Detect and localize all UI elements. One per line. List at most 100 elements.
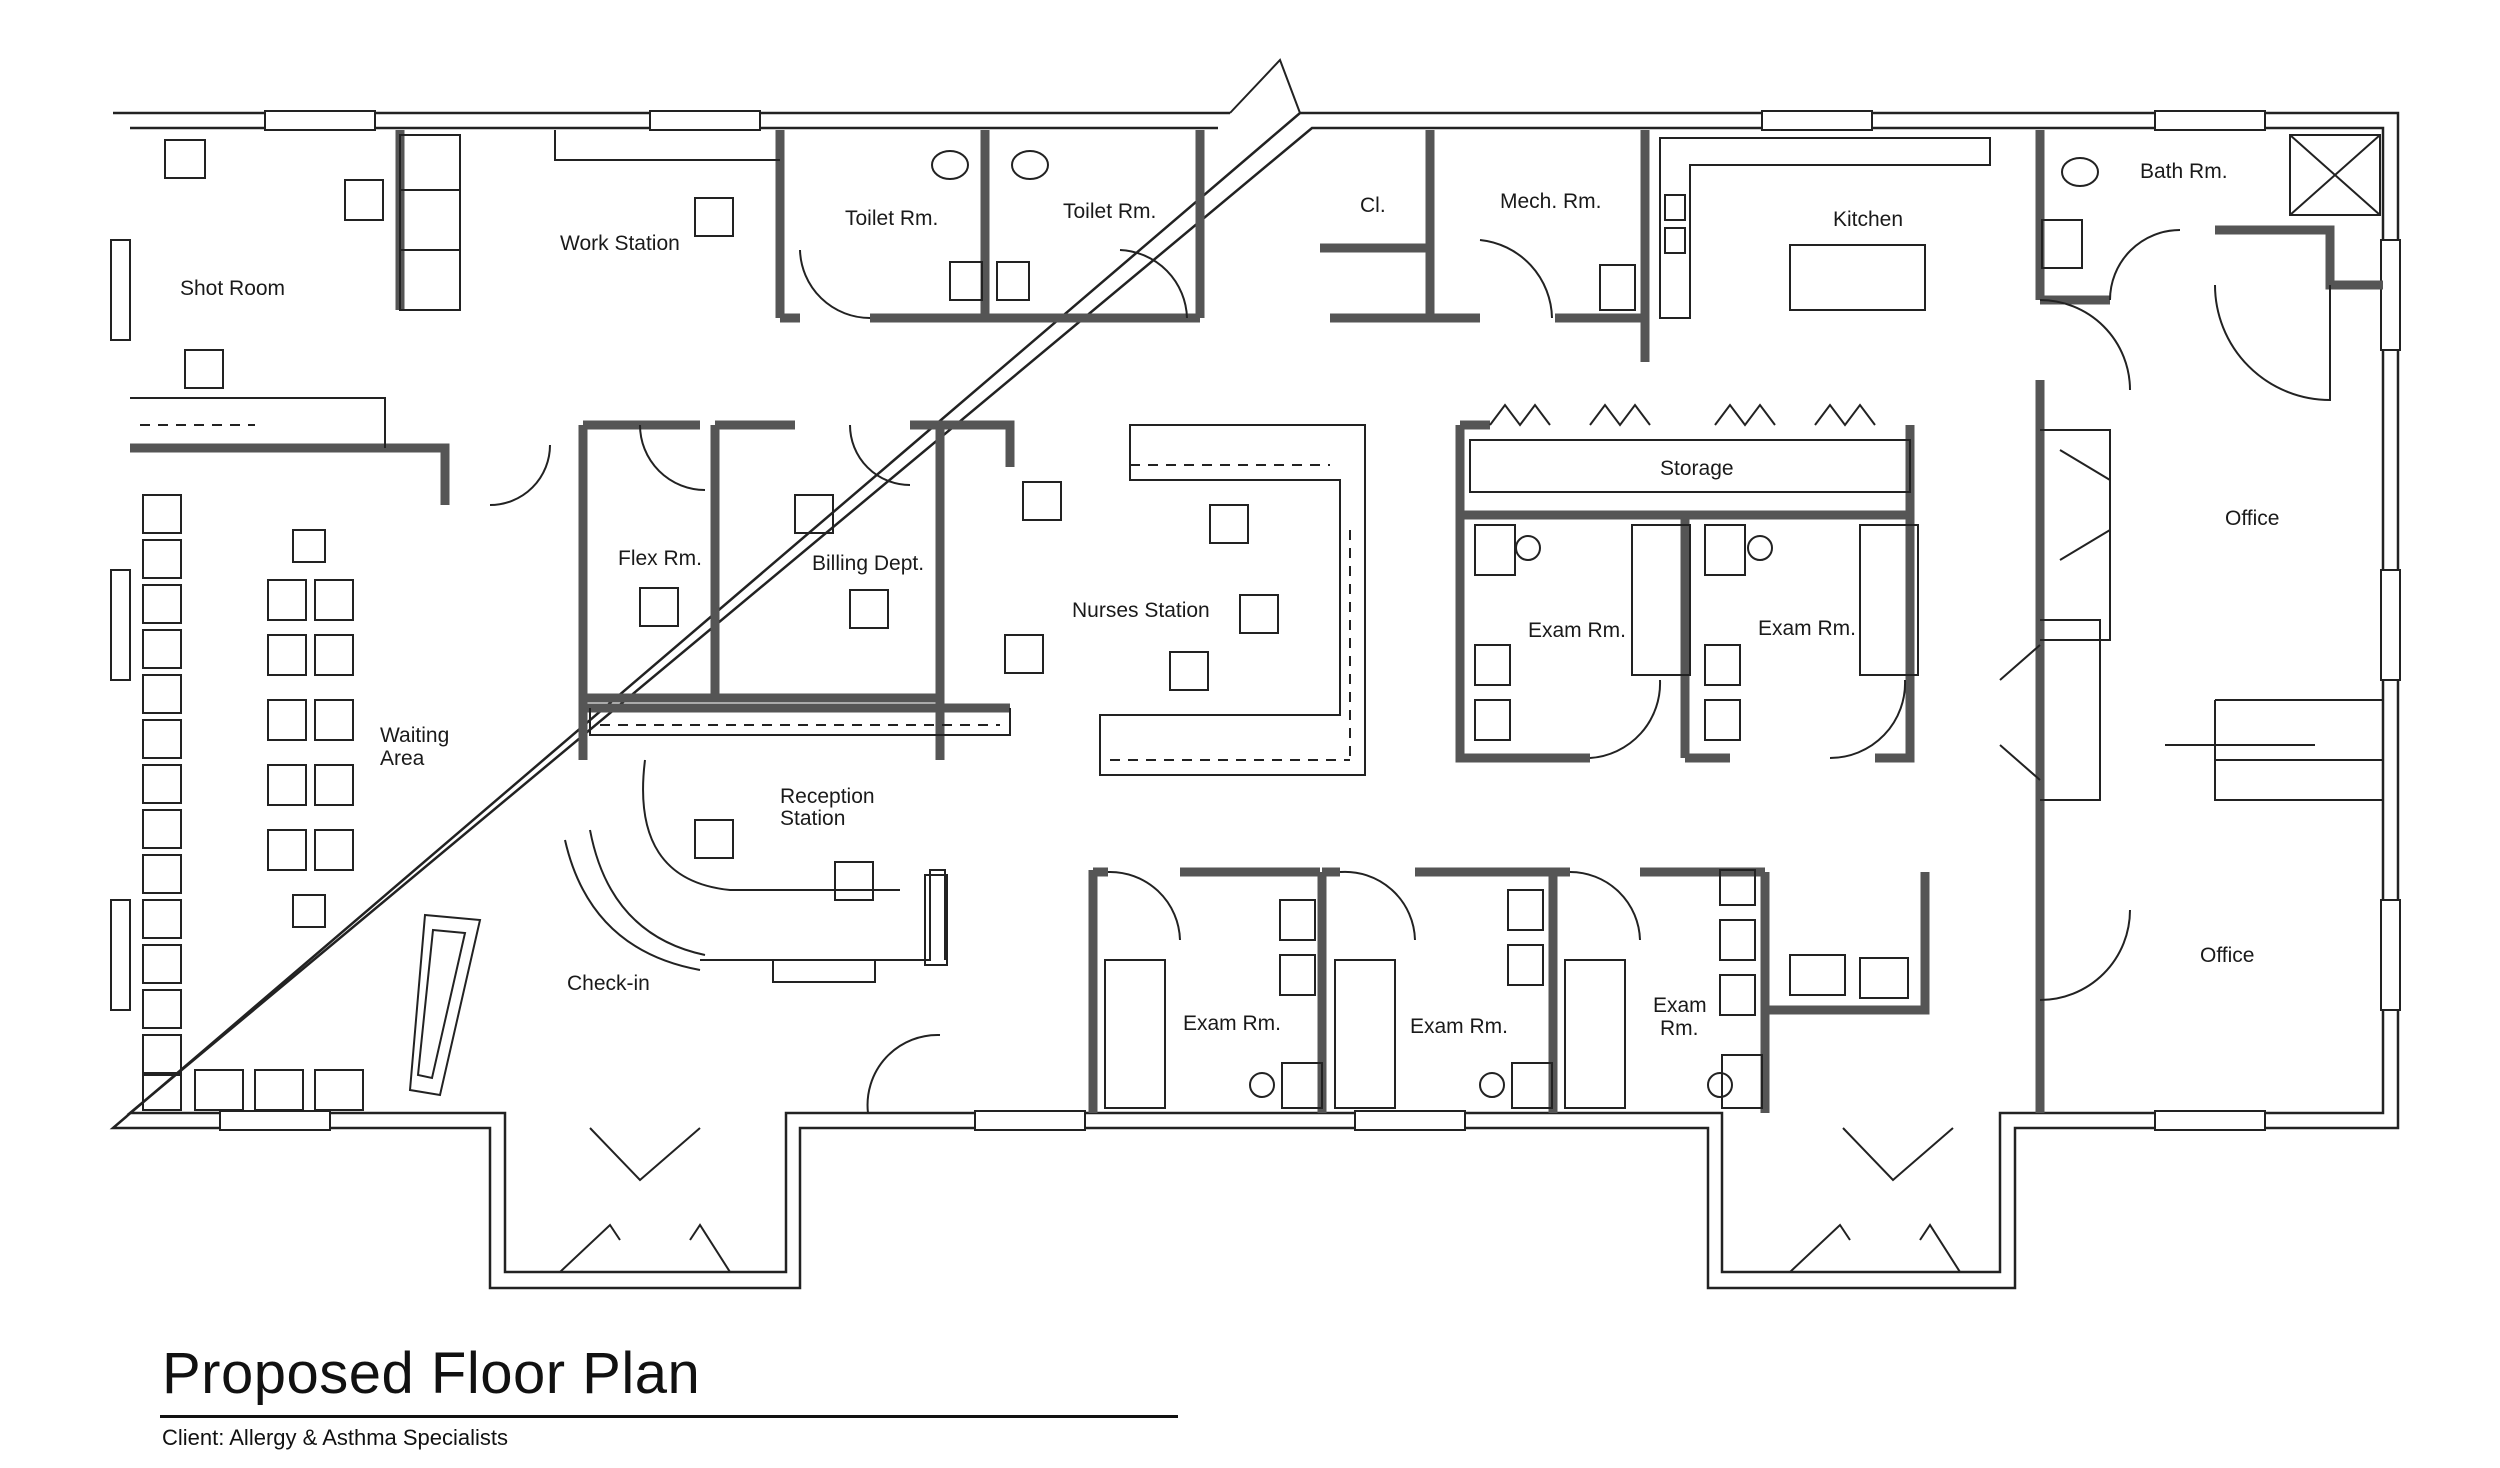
closet-door <box>1999 644 2041 781</box>
door-swing <box>1829 679 1907 759</box>
door-swing <box>1479 239 1553 319</box>
exam-table <box>1859 524 1919 676</box>
door-swing <box>1107 870 1181 941</box>
toilet <box>1011 150 1049 180</box>
chair <box>694 819 734 859</box>
chair <box>1719 919 1756 961</box>
door-swing <box>866 1033 941 1114</box>
reception-desk <box>589 829 706 956</box>
lavatory <box>996 261 1030 301</box>
chair <box>314 579 354 621</box>
label-toilet-1: Toilet Rm. <box>845 207 938 230</box>
appliance <box>1599 264 1636 311</box>
chair <box>267 579 307 621</box>
label-shot-room: Shot Room <box>180 277 285 300</box>
chair <box>142 854 182 894</box>
chair <box>267 829 307 871</box>
exam-table <box>1631 524 1691 676</box>
label-checkin: Check-in <box>567 972 650 995</box>
window <box>1354 1110 1466 1131</box>
chair <box>184 349 224 389</box>
hall-counter <box>589 708 1011 736</box>
exam-table <box>1104 959 1166 1109</box>
window <box>264 110 376 131</box>
window <box>110 239 131 341</box>
chair <box>314 634 354 676</box>
label-reception-station: Station <box>780 807 845 830</box>
chair <box>142 1034 182 1074</box>
label-exam-5-rm: Rm. <box>1660 1017 1699 1040</box>
bifold-door <box>1489 403 1876 427</box>
label-flex: Flex Rm. <box>618 547 702 570</box>
shot-counter <box>130 397 386 448</box>
chair <box>1704 699 1741 741</box>
chair <box>694 197 734 237</box>
label-office-1: Office <box>2225 507 2279 530</box>
vestibule-door <box>559 1223 731 1273</box>
entry-door <box>1229 58 1301 114</box>
chair <box>142 944 182 984</box>
water-heater <box>1719 869 1756 906</box>
door-swing <box>1569 871 1641 941</box>
exam-cabinet <box>1281 1062 1323 1109</box>
reception-counter <box>700 869 946 961</box>
stool <box>1707 1072 1733 1098</box>
chair <box>834 861 874 901</box>
chair <box>849 589 889 629</box>
label-toilet-2: Toilet Rm. <box>1063 200 1156 223</box>
lavatory <box>2041 219 2083 269</box>
chair <box>142 629 182 669</box>
chair <box>142 1074 182 1111</box>
plan-title: Proposed Floor Plan <box>162 1341 701 1406</box>
stool <box>1747 535 1773 561</box>
door-swing <box>2039 299 2131 391</box>
exam-cabinet <box>1721 1054 1763 1109</box>
reception-counter <box>642 759 900 891</box>
door-swing <box>799 249 871 319</box>
label-exam-4: Exam Rm. <box>1410 1015 1508 1038</box>
door-swing <box>2109 229 2181 301</box>
chair <box>142 584 182 624</box>
label-billing: Billing Dept. <box>812 552 924 575</box>
closet-door <box>2059 449 2111 561</box>
chair <box>267 634 307 676</box>
label-storage: Storage <box>1660 457 1734 480</box>
chair <box>1507 889 1544 931</box>
title-underline <box>160 1415 1178 1418</box>
toilet <box>931 150 969 180</box>
sink <box>1664 227 1686 254</box>
label-bath: Bath Rm. <box>2140 160 2228 183</box>
chair <box>267 764 307 806</box>
label-exam-1: Exam Rm. <box>1528 619 1626 642</box>
stool <box>1249 1072 1275 1098</box>
exam-cabinet <box>1511 1062 1553 1109</box>
exam-cabinet <box>1474 524 1516 576</box>
wall <box>1460 420 1915 763</box>
cabinet-line <box>400 189 460 251</box>
chair <box>142 989 182 1029</box>
door-swing <box>1339 870 1416 941</box>
chair <box>1704 644 1741 686</box>
chair <box>164 139 206 179</box>
nurses-counter <box>1099 424 1366 776</box>
chair <box>1022 481 1062 521</box>
stool <box>1479 1072 1505 1098</box>
chair <box>1239 594 1279 634</box>
storage-shelf <box>1469 439 1911 493</box>
client-name: Client: Allergy & Asthma Specialists <box>162 1425 509 1450</box>
chair <box>142 719 182 759</box>
wall <box>1765 872 1930 1015</box>
chair <box>1507 944 1544 986</box>
label-closet: Cl. <box>1360 194 1386 217</box>
label-waiting-area: Area <box>380 747 425 770</box>
chair <box>142 764 182 804</box>
window <box>1761 110 1873 131</box>
chair <box>314 1069 364 1111</box>
label-office-2: Office <box>2200 944 2254 967</box>
window <box>974 1110 1086 1131</box>
window <box>219 1110 331 1131</box>
chair <box>639 587 679 627</box>
office-divider <box>2165 699 2383 801</box>
chair <box>1279 899 1316 941</box>
entry-door <box>1842 1127 1954 1182</box>
